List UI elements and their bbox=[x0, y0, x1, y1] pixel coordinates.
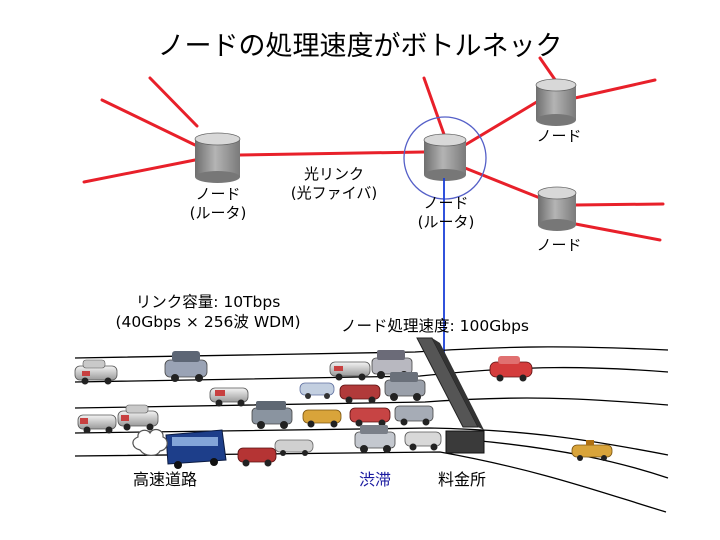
car-4 bbox=[77, 414, 117, 434]
car-2 bbox=[164, 351, 208, 382]
slide-title: ノードの処理速度がボトルネック bbox=[157, 31, 563, 62]
car-19 bbox=[274, 439, 314, 456]
fiber-label-line1: 光リンク bbox=[303, 165, 364, 183]
car-14 bbox=[394, 405, 434, 426]
highlight-circle bbox=[403, 116, 487, 200]
node-center-label-line2: (ルータ) bbox=[417, 213, 475, 231]
highway-label: 高速道路 bbox=[132, 470, 197, 489]
jam-label: 渋滞 bbox=[358, 470, 391, 489]
car-16 bbox=[404, 431, 442, 451]
node-center-label: ノード (ルータ) bbox=[396, 194, 496, 232]
car-8 bbox=[302, 409, 342, 428]
node-left-label: ノード (ルータ) bbox=[168, 185, 268, 223]
node-left-label-line1: ノード bbox=[195, 185, 241, 203]
link-left-to-center bbox=[238, 150, 426, 157]
router-center bbox=[423, 133, 467, 181]
car-11 bbox=[339, 384, 381, 404]
car-5 bbox=[117, 404, 159, 431]
link-capacity-line1: リンク容量: 10Tbps bbox=[135, 293, 281, 311]
car-6 bbox=[251, 401, 293, 429]
node-top-right-label: ノード bbox=[536, 127, 582, 145]
router-left bbox=[194, 132, 241, 183]
car-3 bbox=[209, 387, 249, 407]
fiber-label: 光リンク (光ファイバ) bbox=[284, 165, 384, 203]
node-bottom-right-label: ノード bbox=[536, 236, 582, 254]
exhaust-cloud bbox=[132, 428, 168, 456]
link-left-to-farleft bbox=[82, 158, 197, 184]
car-10 bbox=[371, 350, 413, 379]
car-7 bbox=[299, 382, 335, 399]
link-center-to-top bbox=[422, 76, 448, 142]
link-center-to-topright bbox=[463, 98, 542, 147]
node-speed-label: ノード処理速度: 100Gbps bbox=[341, 317, 529, 335]
tollgate bbox=[416, 337, 485, 454]
link-capacity-label: リンク容量: 10Tbps (40Gbps × 256波 WDM) bbox=[98, 292, 318, 332]
car-15 bbox=[354, 425, 396, 453]
cars bbox=[74, 350, 613, 467]
link-center-to-right bbox=[463, 166, 542, 200]
router-top-right bbox=[535, 78, 577, 126]
fiber-label-line2: (光ファイバ) bbox=[290, 184, 378, 202]
link-capacity-line2: (40Gbps × 256波 WDM) bbox=[115, 313, 301, 331]
link-topright-right bbox=[573, 78, 657, 100]
link-bottomright-down bbox=[563, 220, 662, 242]
car-13 bbox=[349, 407, 391, 427]
car-17 bbox=[489, 356, 533, 382]
node-left-label-line2: (ルータ) bbox=[189, 204, 247, 222]
car-9 bbox=[329, 361, 371, 381]
car-18 bbox=[571, 440, 613, 461]
node-center-label-line1: ノード bbox=[423, 194, 469, 212]
link-left-to-upperleft bbox=[148, 76, 199, 128]
link-bottomright-right bbox=[573, 202, 665, 207]
bus bbox=[165, 429, 227, 469]
optical-links bbox=[82, 56, 665, 242]
router-bottom-right bbox=[537, 186, 577, 231]
car-1 bbox=[74, 359, 118, 385]
car-20 bbox=[237, 447, 277, 467]
tollgate-label: 料金所 bbox=[437, 470, 486, 489]
link-left-to-topleft bbox=[100, 98, 197, 147]
car-12 bbox=[384, 372, 426, 401]
